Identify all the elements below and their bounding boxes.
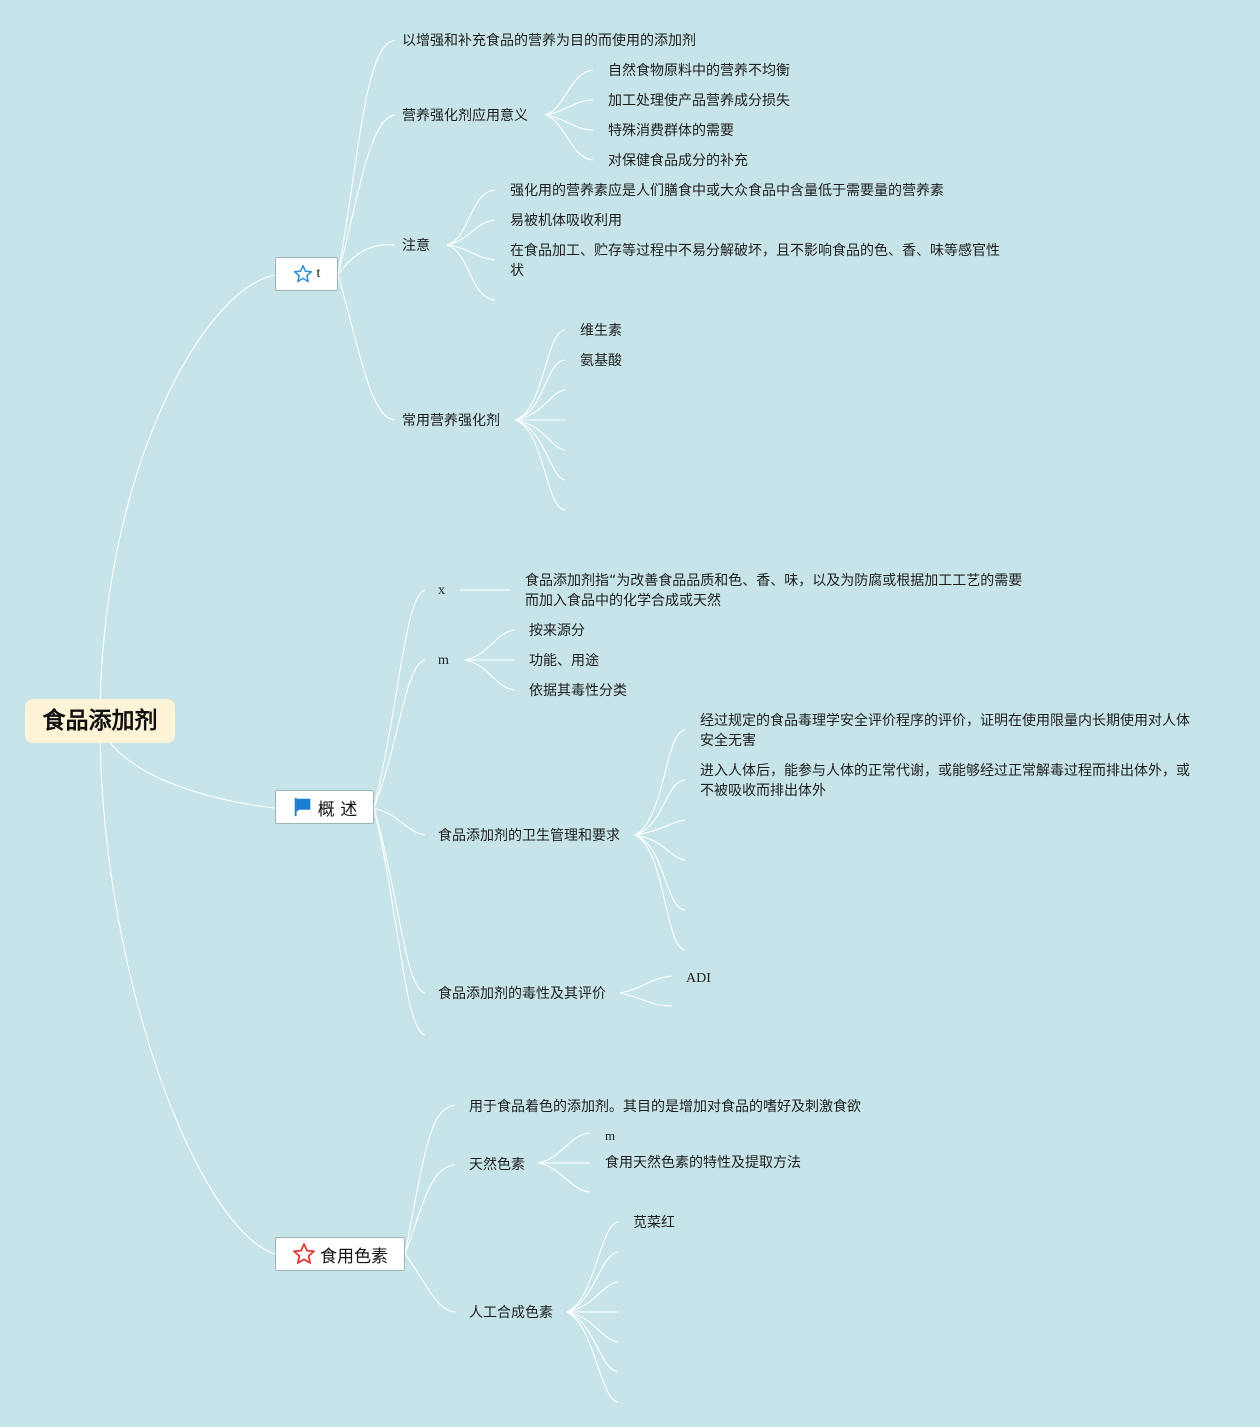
topic-notes[interactable]: 注意: [402, 238, 430, 254]
subtopic-by-function[interactable]: 功能、用途: [529, 653, 599, 669]
root-topic[interactable]: 食品添加剂: [25, 699, 175, 743]
topic-x[interactable]: x: [438, 583, 445, 598]
subtopic-by-source[interactable]: 按来源分: [529, 623, 585, 639]
subtopic-notes-2[interactable]: 易被机体吸收利用: [510, 213, 622, 229]
subtopic-by-toxicity[interactable]: 依据其毒性分类: [529, 683, 627, 699]
subtopic-significance-2[interactable]: 加工处理使产品营养成分损失: [608, 93, 790, 109]
subtopic-notes-1[interactable]: 强化用的营养素应是人们膳食中或大众食品中含量低于需要量的营养素: [510, 183, 944, 199]
star-outline-icon: [293, 264, 312, 283]
topic-fortifier-definition[interactable]: 以增强和补充食品的营养为目的而使用的添加剂: [402, 33, 696, 49]
subtopic-vitamins[interactable]: 维生素: [580, 323, 622, 339]
star-red-icon: [293, 1243, 315, 1264]
subtopic-amaranth[interactable]: 苋菜红: [633, 1215, 675, 1231]
subtopic-definition-line2: 而加入食品中的化学合成或天然: [525, 593, 721, 609]
branch-food-colors-label: 食用色素: [320, 1246, 388, 1267]
subtopic-hygiene-2-line1[interactable]: 进入人体后，能参与人体的正常代谢，或能够经过正常解毒过程而排出体外，或: [700, 763, 1190, 779]
subtopic-amino-acids[interactable]: 氨基酸: [580, 353, 622, 369]
branch-t-label: t: [316, 266, 321, 281]
topic-significance[interactable]: 营养强化剂应用意义: [402, 108, 528, 124]
subtopic-adi[interactable]: ADI: [686, 971, 711, 986]
topic-natural-colors[interactable]: 天然色素: [469, 1157, 525, 1173]
topic-common-fortifiers[interactable]: 常用营养强化剂: [402, 413, 500, 429]
topic-hygiene-management[interactable]: 食品添加剂的卫生管理和要求: [438, 828, 620, 844]
subtopic-notes-3-cont: 状: [510, 263, 524, 279]
branch-food-colors-node[interactable]: 食用色素: [275, 1237, 405, 1271]
subtopic-significance-3[interactable]: 特殊消费群体的需要: [608, 123, 734, 139]
subtopic-significance-4[interactable]: 对保健食品成分的补充: [608, 153, 748, 169]
subtopic-natural-m[interactable]: m: [605, 1128, 616, 1143]
branch-overview-label: 概 述: [317, 799, 358, 820]
subtopic-hygiene-1-line1[interactable]: 经过规定的食品毒理学安全评价程序的评价，证明在使用限量内长期使用对人体: [700, 713, 1190, 729]
branch-overview-node[interactable]: 概 述: [275, 790, 374, 824]
topic-m[interactable]: m: [438, 653, 449, 668]
flag-icon: [294, 797, 311, 817]
subtopic-natural-properties[interactable]: 食用天然色素的特性及提取方法: [605, 1155, 801, 1171]
topic-synthetic-colors[interactable]: 人工合成色素: [469, 1305, 553, 1321]
subtopic-hygiene-2-line2: 不被吸收而排出体外: [700, 783, 826, 799]
subtopic-definition-line1[interactable]: 食品添加剂指“为改善食品品质和色、香、味，以及为防腐或根据加工工艺的需要: [525, 573, 1023, 589]
branch-t-node[interactable]: t: [275, 257, 338, 291]
subtopic-hygiene-1-line2: 安全无害: [700, 733, 756, 749]
subtopic-significance-1[interactable]: 自然食物原料中的营养不均衡: [608, 63, 790, 79]
topic-toxicity-evaluation[interactable]: 食品添加剂的毒性及其评价: [438, 986, 606, 1002]
subtopic-notes-3[interactable]: 在食品加工、贮存等过程中不易分解破坏，且不影响食品的色、香、味等感官性: [510, 243, 1000, 259]
topic-colorant-definition[interactable]: 用于食品着色的添加剂。其目的是增加对食品的嗜好及刺激食欲: [469, 1099, 861, 1115]
